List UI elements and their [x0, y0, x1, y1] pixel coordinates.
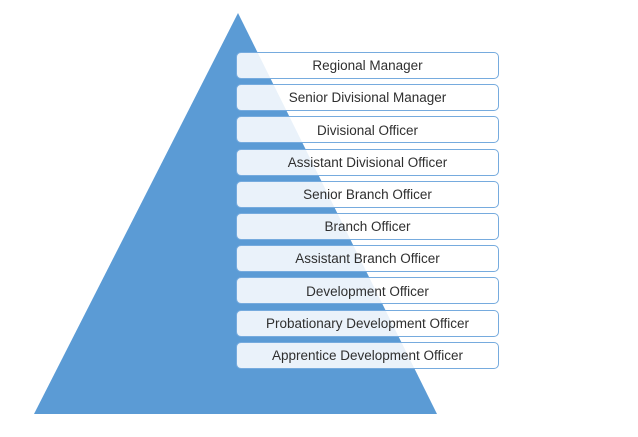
pyramid-level-box: Development Officer: [236, 277, 499, 305]
pyramid-level-label: Apprentice Development Officer: [271, 348, 464, 364]
pyramid-level-label: Senior Branch Officer: [303, 187, 432, 203]
pyramid-level-box: Senior Branch Officer: [236, 180, 499, 208]
pyramid-level-box: Apprentice Development Officer: [236, 341, 499, 369]
pyramid-level-box: Probationary Development Officer: [236, 309, 499, 337]
pyramid-level-label: Assistant Branch Officer: [295, 251, 440, 267]
pyramid-level-label: Regional Manager: [312, 58, 423, 74]
pyramid-level-label: Assistant Divisional Officer: [287, 154, 448, 170]
pyramid-level-label: Branch Officer: [324, 219, 411, 235]
pyramid-level-label: Probationary Development Officer: [265, 315, 470, 331]
pyramid-level-label: Senior Divisional Manager: [288, 90, 447, 106]
pyramid-level-box: Assistant Branch Officer: [236, 245, 499, 273]
pyramid-level-label: Divisional Officer: [316, 122, 419, 138]
pyramid-level-label: Development Officer: [306, 283, 429, 299]
pyramid-level-box: Regional Manager: [236, 52, 499, 79]
pyramid-level-box: Divisional Officer: [236, 116, 499, 144]
pyramid-level-box: Senior Divisional Manager: [236, 84, 499, 112]
pyramid-level-box: Branch Officer: [236, 213, 499, 240]
pyramid-level-box: Assistant Divisional Officer: [236, 148, 499, 176]
